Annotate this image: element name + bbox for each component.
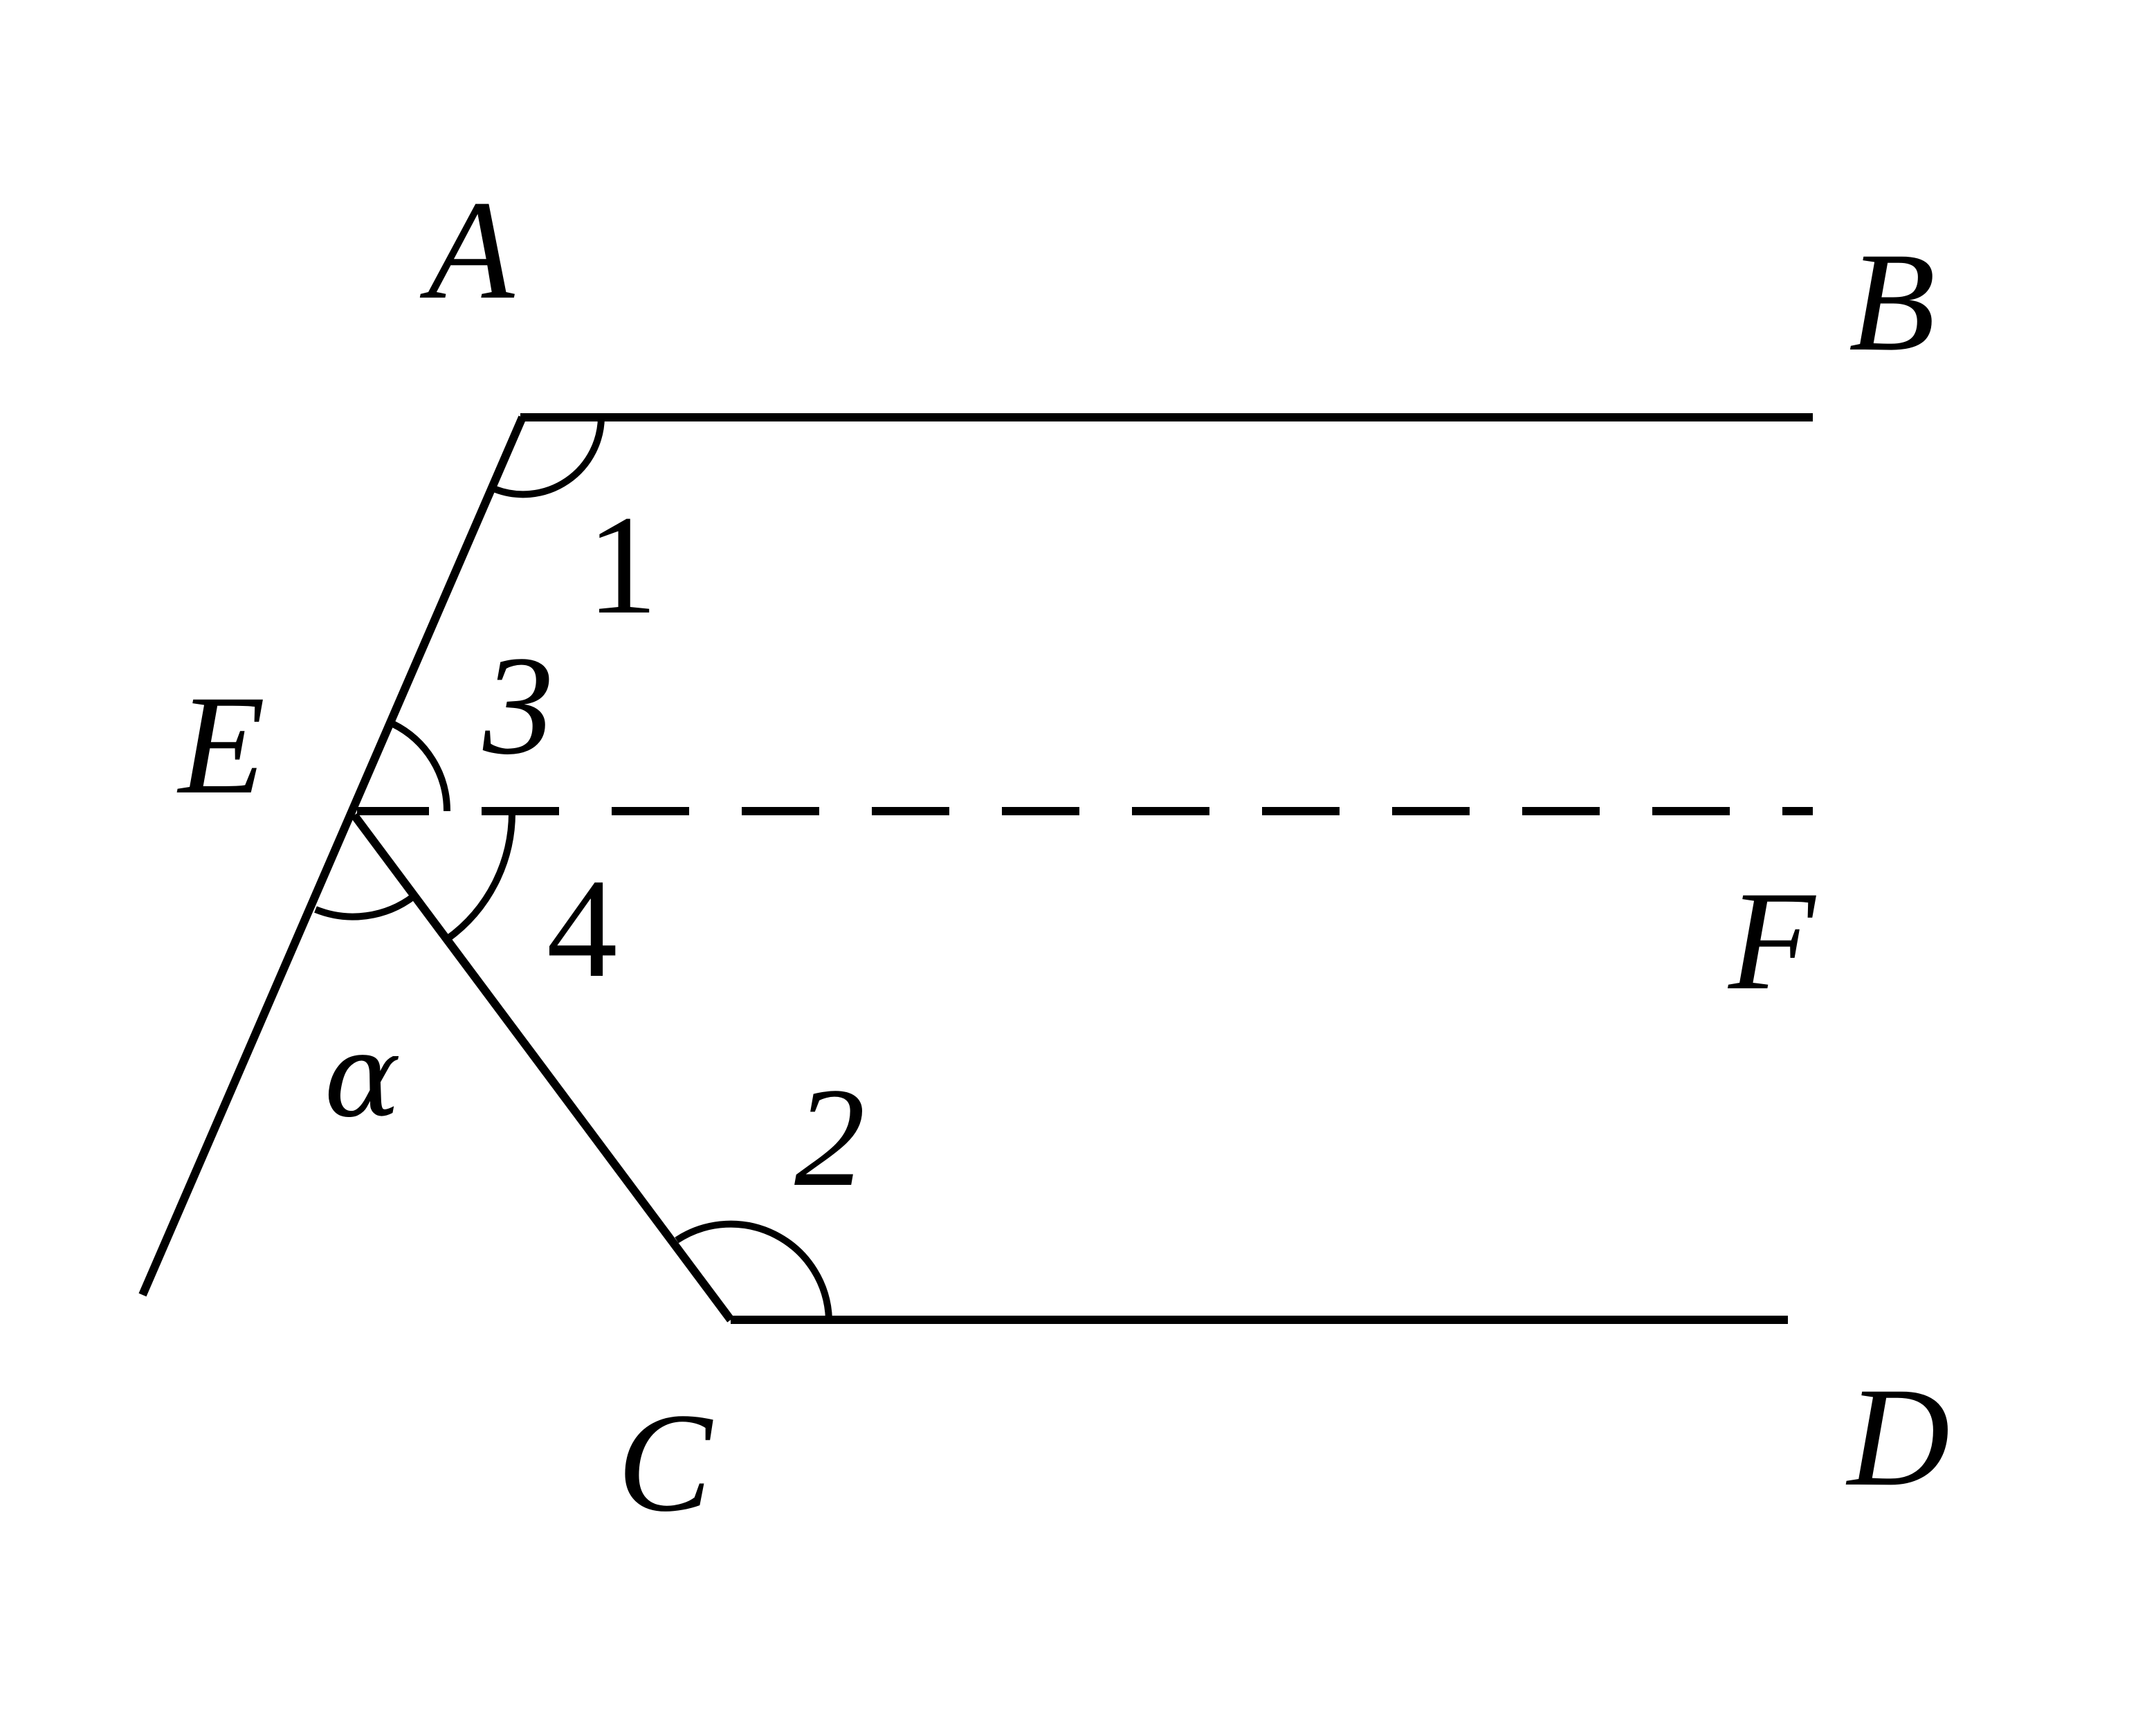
angle-label-1: 1 bbox=[587, 487, 658, 644]
point-label-b: B bbox=[1849, 224, 1935, 381]
point-label-e: E bbox=[176, 666, 265, 824]
segment-ec bbox=[351, 813, 734, 1323]
angle-label-alpha: α bbox=[324, 1010, 401, 1143]
angle-3-arc bbox=[391, 720, 451, 812]
point-label-c: C bbox=[617, 1384, 713, 1541]
line-a-e-extended bbox=[138, 415, 527, 1297]
point-label-f: F bbox=[1727, 862, 1816, 1019]
angle-4-arc bbox=[445, 810, 516, 943]
point-label-d: D bbox=[1845, 1359, 1950, 1516]
angle-alpha-arc bbox=[314, 893, 417, 920]
angle-1-arc bbox=[494, 417, 605, 498]
angle-label-2: 2 bbox=[794, 1059, 866, 1216]
point-label-a: A bbox=[419, 172, 515, 329]
angle-2-arc bbox=[675, 1220, 832, 1321]
angle-label-4: 4 bbox=[547, 850, 618, 1007]
angle-label-3: 3 bbox=[482, 627, 554, 784]
